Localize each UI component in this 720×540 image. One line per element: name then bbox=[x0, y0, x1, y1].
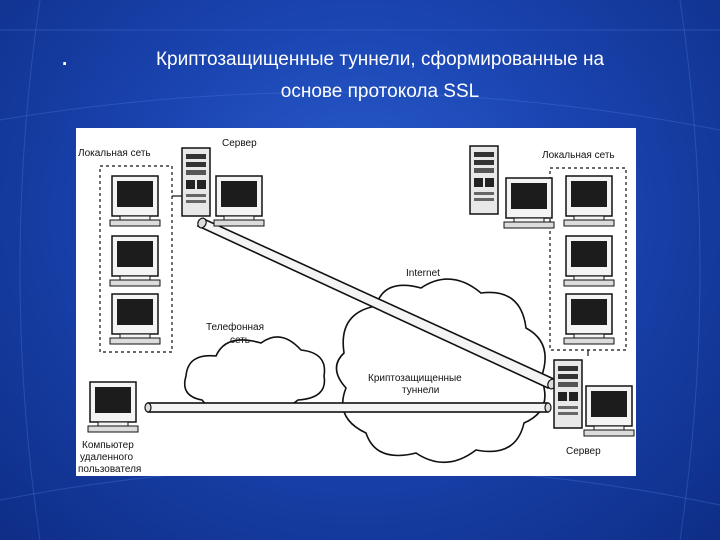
network-diagram: Локальная сеть Сервер Локальная сеть Int… bbox=[76, 128, 636, 476]
slide-title: . Криптозащищенные туннели, сформированн… bbox=[60, 44, 700, 108]
remote-user-label-3: пользователя bbox=[78, 464, 141, 475]
title-bullet: . bbox=[62, 44, 67, 76]
title-line-2: основе протокола SSL bbox=[60, 76, 700, 108]
network-diagram-graphic bbox=[76, 128, 636, 476]
internet-label: Internet bbox=[406, 268, 440, 279]
lan-right-label: Локальная сеть bbox=[542, 150, 615, 161]
server-top-label: Сервер bbox=[222, 138, 257, 149]
remote-user-label-2: удаленного bbox=[80, 452, 133, 463]
server-bottom-label: Сервер bbox=[566, 446, 601, 457]
tunnel-remote-to-server bbox=[145, 403, 551, 412]
tunnels-label-1: Криптозащищенные bbox=[368, 373, 462, 384]
phone-network-label-2: сеть bbox=[230, 335, 250, 346]
phone-network-label-1: Телефонная bbox=[206, 322, 264, 333]
title-line-1: Криптозащищенные туннели, сформированные… bbox=[60, 44, 700, 76]
lan-left-label: Локальная сеть bbox=[78, 148, 151, 159]
phone-network-cloud bbox=[185, 337, 325, 410]
remote-user-label-1: Компьютер bbox=[82, 440, 134, 451]
tunnels-label-2: туннели bbox=[402, 385, 439, 396]
